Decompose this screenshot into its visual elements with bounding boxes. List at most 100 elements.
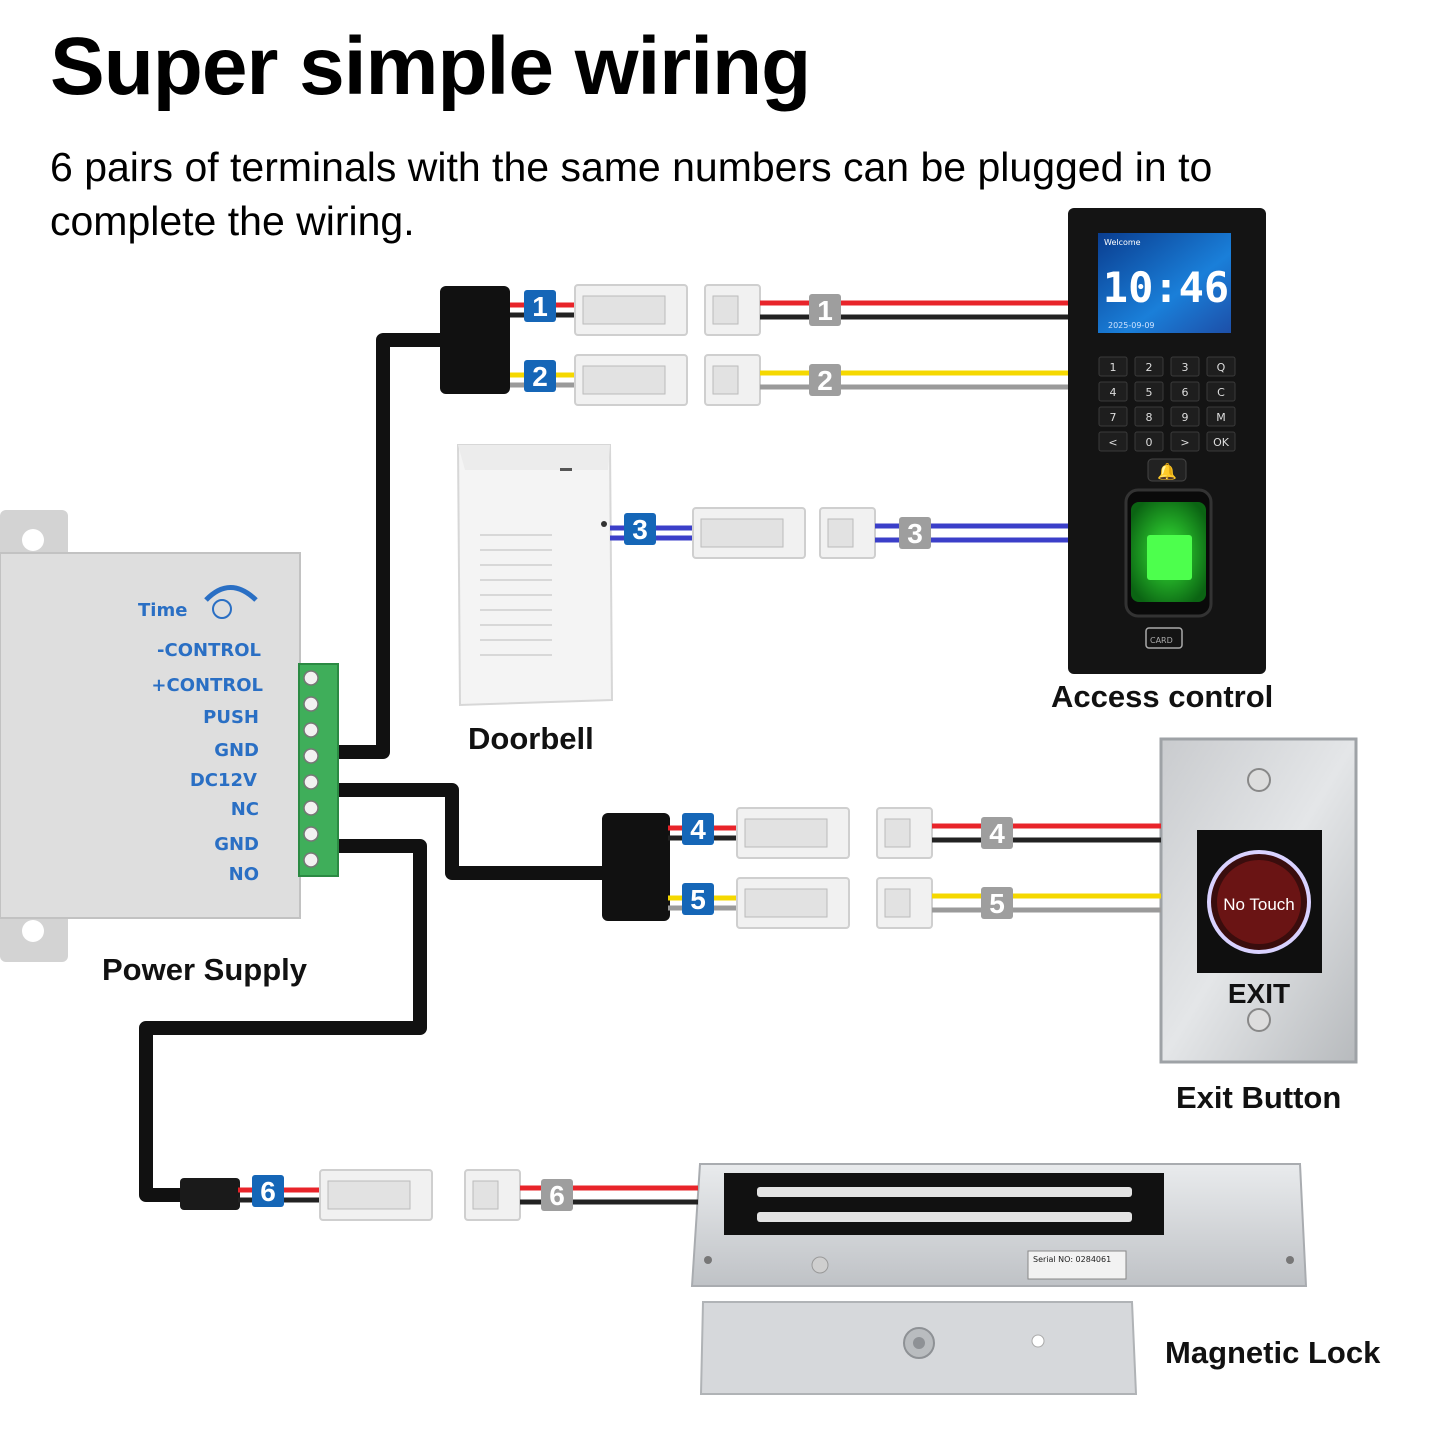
bell-key-icon: 🔔 <box>1157 462 1177 481</box>
doorbell-grille <box>480 534 552 656</box>
power-supply: Time -CONTROL +CONTROL PUSH GND DC12V NC… <box>0 510 339 987</box>
pair-number: 6 <box>260 1176 276 1207</box>
terminal-label: GND <box>214 740 259 761</box>
keypad-key <box>1170 381 1200 402</box>
keypad-key <box>1134 406 1164 427</box>
keypad-key <box>1098 381 1128 402</box>
magnetic-lock-label: Magnetic Lock <box>1165 1335 1381 1370</box>
terminal-label: GND <box>214 834 259 855</box>
keypad-key <box>1170 356 1200 377</box>
pair-number-tag <box>809 294 841 326</box>
keypad-key <box>1206 356 1236 377</box>
keypad-key <box>1134 356 1164 377</box>
keypad-key <box>1206 431 1236 452</box>
power-supply-label: Power Supply <box>102 952 308 987</box>
cable-to-magnetic-lock <box>139 839 427 1202</box>
pair-number: 5 <box>989 888 1005 919</box>
keypad-key <box>1098 406 1128 427</box>
pair-number: 6 <box>549 1180 565 1211</box>
keypad-key-label: 0 <box>1146 436 1153 449</box>
doorbell-label: Doorbell <box>468 721 594 756</box>
card-reader-icon <box>1145 627 1183 649</box>
pair-number: 1 <box>532 291 548 322</box>
terminal-screws <box>303 670 319 868</box>
main-cables <box>139 333 602 1202</box>
keypad-key-label: 4 <box>1110 386 1117 399</box>
terminal-label: NO <box>229 864 259 885</box>
device-screen <box>1098 233 1231 333</box>
keypad-key-label: M <box>1216 411 1226 424</box>
terminal-block <box>298 663 339 877</box>
pair-number-tag <box>524 290 556 322</box>
keypad-key <box>1134 431 1164 452</box>
keypad-key-label: > <box>1180 436 1189 449</box>
pair-number: 3 <box>907 518 923 549</box>
keypad-key-label: Q <box>1217 361 1226 374</box>
keypad-key <box>1098 431 1128 452</box>
keypad-key-label: OK <box>1213 436 1230 449</box>
exit-button-label: Exit Button <box>1176 1080 1341 1115</box>
pair-number-tag <box>981 817 1013 849</box>
pair-number-tag <box>252 1175 284 1207</box>
time-label: Time <box>138 600 187 621</box>
keypad: 1 2 3 Q 4 5 6 C 7 8 9 M <0 > OK <box>1098 356 1236 452</box>
page-subtitle: 6 pairs of terminals with the same numbe… <box>50 144 1213 244</box>
pair-number-tag <box>809 364 841 396</box>
cable-to-access-control <box>337 333 440 759</box>
screen-welcome: Welcome <box>1104 238 1141 247</box>
lock-serial: Serial NO: 0284061 <box>1033 1255 1111 1264</box>
keypad-key <box>1170 431 1200 452</box>
pair-number: 4 <box>989 818 1005 849</box>
exit-text: EXIT <box>1228 978 1290 1009</box>
access-control-device: Welcome 10:46 2025-09-09 1 2 3 Q 4 5 6 C 7 8 9 M <0 >… <box>1051 208 1273 714</box>
pair-number: 2 <box>532 361 548 392</box>
pair-number: 4 <box>690 814 706 845</box>
cable-to-exit-button <box>337 783 602 880</box>
screen-date: 2025-09-09 <box>1108 321 1155 330</box>
access-control-label: Access control <box>1051 679 1273 714</box>
terminal-label: PUSH <box>203 707 259 728</box>
keypad-key-label: 9 <box>1182 411 1189 424</box>
terminal-label: -CONTROL <box>157 640 261 661</box>
keypad-key-label: 7 <box>1110 411 1117 424</box>
pair-number: 3 <box>632 514 648 545</box>
keypad-key-label: 1 <box>1110 361 1117 374</box>
pair-number-tag <box>682 813 714 845</box>
pair-number-tag <box>624 513 656 545</box>
keypad-key-label: < <box>1108 436 1117 449</box>
cable-sleeve <box>602 813 670 921</box>
keypad-key-label: C <box>1217 386 1225 399</box>
page-title: Super simple wiring <box>50 21 811 112</box>
pair-number: 2 <box>817 365 833 396</box>
keypad-key-label: 8 <box>1146 411 1153 424</box>
exit-button-device: No Touch EXIT Exit Button <box>1159 737 1358 1115</box>
terminal-label: +CONTROL <box>151 675 263 696</box>
cable-sleeve <box>180 1178 240 1210</box>
pair-number-tag <box>524 360 556 392</box>
keypad-key-label: 2 <box>1146 361 1153 374</box>
time-arc-icon <box>204 585 258 602</box>
time-knob-icon <box>212 599 232 619</box>
pair-number: 5 <box>690 884 706 915</box>
doorbell-device: Doorbell <box>456 444 614 756</box>
terminal-label: NC <box>231 799 259 820</box>
screen-clock: 10:46 <box>1103 263 1229 312</box>
sensor-text: No Touch <box>1223 895 1295 914</box>
keypad-key <box>1206 381 1236 402</box>
cable-sleeve <box>440 286 510 394</box>
pair-number-tag <box>899 517 931 549</box>
keypad-key-label: 6 <box>1182 386 1189 399</box>
keypad-key <box>1170 406 1200 427</box>
keypad-key-label: 3 <box>1182 361 1189 374</box>
keypad-key <box>1098 356 1128 377</box>
keypad-key <box>1206 406 1236 427</box>
magnetic-lock-device: Serial NO: 0284061 Magnetic Lock <box>690 1163 1381 1395</box>
pair-number-tag <box>981 887 1013 919</box>
keypad-key-label: 5 <box>1146 386 1153 399</box>
pair-number-tag <box>541 1179 573 1211</box>
pair-number: 1 <box>817 295 833 326</box>
terminal-label: DC12V <box>190 770 257 791</box>
card-label: CARD <box>1150 636 1173 645</box>
keypad-key <box>1134 381 1164 402</box>
